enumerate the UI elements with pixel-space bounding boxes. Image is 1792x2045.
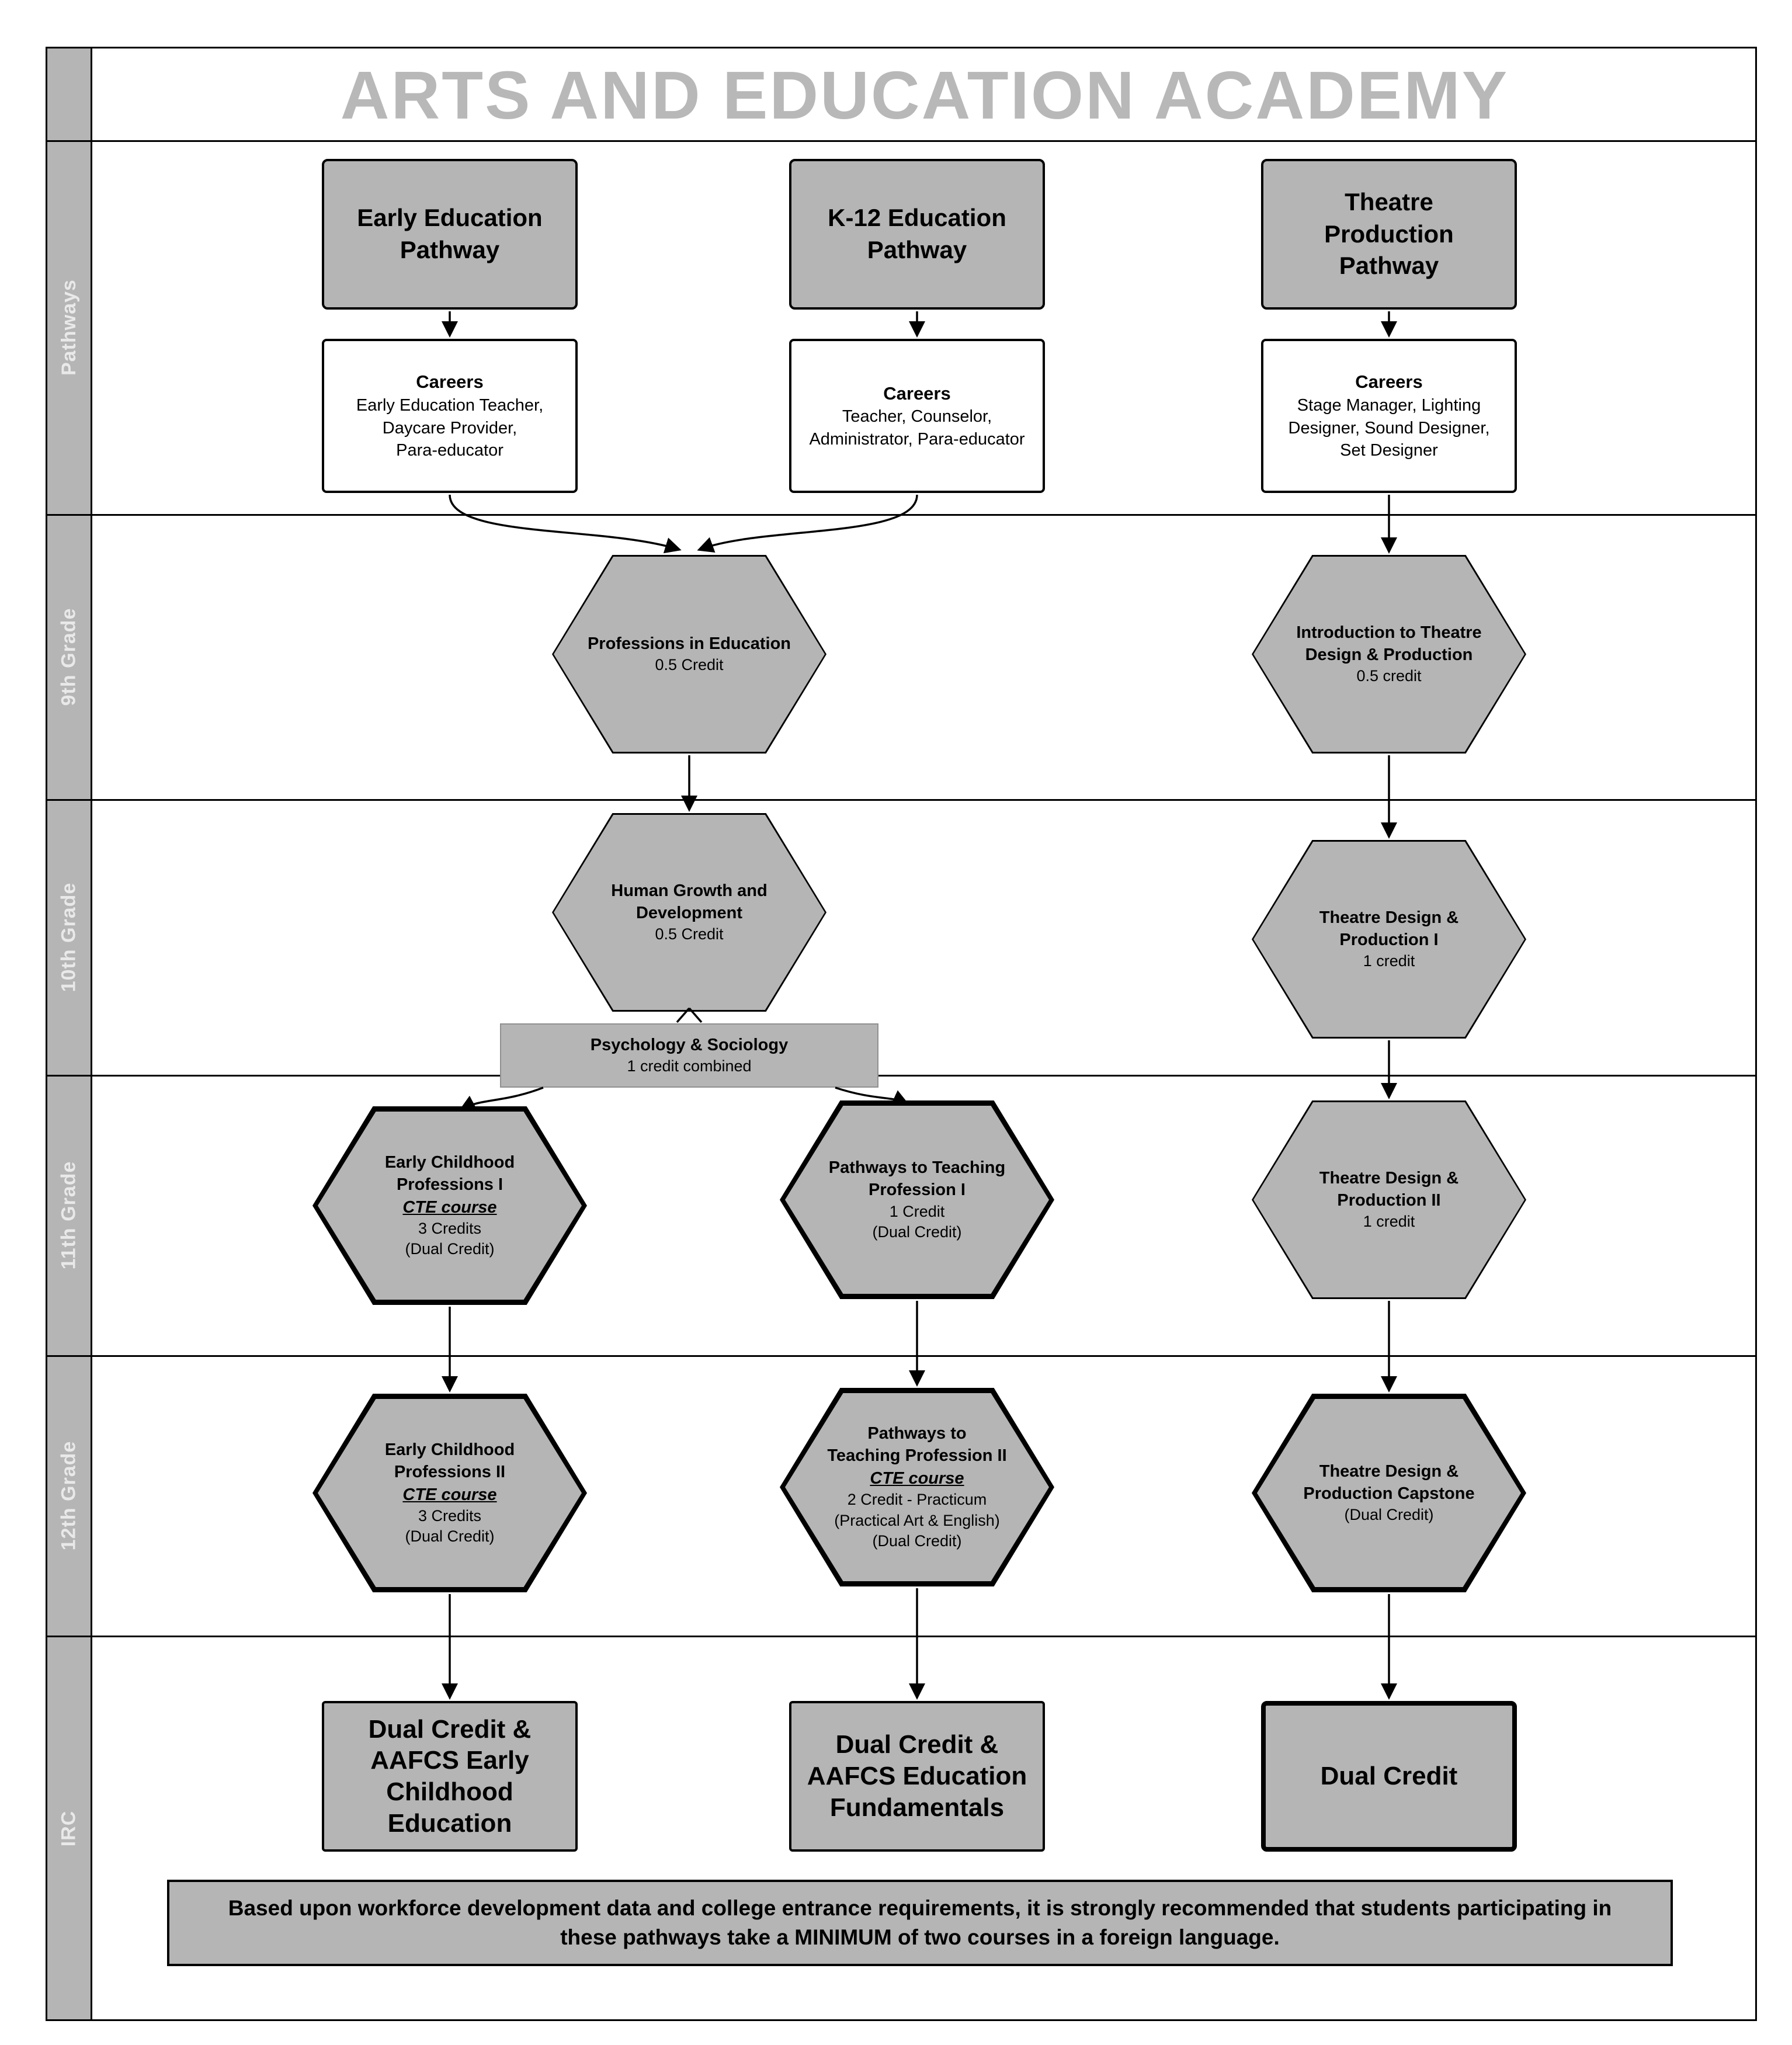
row-divider	[46, 514, 1757, 516]
hex-fill	[1257, 1399, 1521, 1587]
row-label-9th-grade: 9th Grade	[46, 569, 92, 744]
row-label-text: 11th Grade	[57, 1161, 80, 1269]
course-hex-theatre-capstone: Theatre Design & Production Capstone (Du…	[1252, 1394, 1526, 1592]
course-credits: 1 credit combined	[627, 1057, 752, 1075]
pathway-title: K-12 Education Pathway	[828, 204, 1006, 263]
course-title: Human Growth and Development	[611, 881, 767, 923]
irc-label: Dual Credit & AAFCS Education Fundamenta…	[807, 1730, 1027, 1822]
row-label-text: 10th Grade	[57, 882, 80, 992]
course-hex-pathways-teaching-2: Pathways to Teaching Profession II CTE c…	[780, 1388, 1054, 1586]
careers-box-early-education: Careers Early Education Teacher, Daycare…	[322, 339, 578, 493]
hex-fill	[1253, 557, 1524, 752]
irc-box-early-childhood-education: Dual Credit & AAFCS Early Childhood Educ…	[322, 1701, 578, 1852]
row-divider	[46, 1636, 1757, 1637]
hex-fill	[318, 1112, 582, 1300]
course-title: Psychology & Sociology	[590, 1036, 789, 1055]
row-label-pathways: Pathways	[46, 239, 92, 415]
row-labels-sidebar	[46, 47, 92, 2021]
hex-fill	[1253, 842, 1524, 1037]
irc-box-education-fundamentals: Dual Credit & AAFCS Education Fundamenta…	[789, 1701, 1045, 1852]
row-divider	[46, 140, 1757, 142]
careers-list: Early Education Teacher, Daycare Provide…	[356, 396, 544, 460]
course-hex-human-growth-development: Human Growth and Development 0.5 Credit	[552, 813, 826, 1012]
footer-note: Based upon workforce development data an…	[167, 1880, 1673, 1966]
course-hex-professions-in-education: Professions in Education 0.5 Credit	[552, 555, 826, 754]
course-hex-theatre-design-1: Theatre Design & Production I 1 credit	[1252, 840, 1526, 1039]
careers-label: Careers	[1355, 371, 1423, 393]
row-label-irc: IRC	[46, 1741, 92, 1916]
row-label-text: 12th Grade	[57, 1440, 80, 1550]
row-label-text: 9th Grade	[57, 607, 80, 706]
course-title: Theatre Design & Production I	[1319, 908, 1459, 950]
course-credits: 0.5 Credit	[655, 925, 724, 943]
course-box-psychology-sociology: Psychology & Sociology 1 credit combined	[500, 1023, 878, 1088]
careers-list: Stage Manager, Lighting Designer, Sound …	[1288, 396, 1490, 460]
course-title: Theatre Design & Production Capstone	[1303, 1461, 1475, 1504]
course-hex-early-childhood-professions-1: Early Childhood Professions I CTE course…	[312, 1106, 587, 1305]
row-label-text: IRC	[57, 1810, 80, 1846]
row-divider	[46, 1355, 1757, 1357]
course-credits: (Dual Credit)	[1344, 1506, 1434, 1524]
course-cte-tag: CTE course	[870, 1468, 964, 1488]
course-credits: 0.5 credit	[1356, 667, 1422, 685]
hex-fill	[785, 1106, 1049, 1294]
row-label-text: Pathways	[57, 279, 80, 376]
row-divider	[46, 799, 1757, 801]
course-hex-theatre-design-2: Theatre Design & Production II 1 credit	[1252, 1100, 1526, 1299]
row-label-12th-grade: 12th Grade	[46, 1408, 92, 1583]
course-title: Early Childhood Professions II	[384, 1440, 515, 1482]
irc-label: Dual Credit & AAFCS Early Childhood Educ…	[368, 1714, 532, 1838]
course-cte-tag: CTE course	[402, 1197, 497, 1217]
irc-label: Dual Credit	[1320, 1762, 1458, 1791]
careers-box-theatre-production: Careers Stage Manager, Lighting Designer…	[1261, 339, 1517, 493]
row-label-11th-grade: 11th Grade	[46, 1127, 92, 1303]
hex-fill	[1253, 1102, 1524, 1297]
course-credits: 3 Credits (Dual Credit)	[405, 1219, 495, 1258]
course-credits: 1 credit	[1363, 952, 1415, 970]
pathway-box-theatre-production: Theatre Production Pathway	[1261, 159, 1517, 310]
pathway-box-k12-education: K-12 Education Pathway	[789, 159, 1045, 310]
course-hex-early-childhood-professions-2: Early Childhood Professions II CTE cours…	[312, 1394, 587, 1592]
course-title: Introduction to Theatre Design & Product…	[1296, 623, 1482, 665]
course-title: Pathways to Teaching Profession II	[827, 1424, 1007, 1466]
irc-box-dual-credit: Dual Credit	[1261, 1701, 1517, 1852]
course-title: Theatre Design & Production II	[1319, 1168, 1459, 1210]
course-cte-tag: CTE course	[402, 1485, 497, 1504]
row-divider	[46, 1075, 1757, 1077]
course-credits: 1 Credit (Dual Credit)	[872, 1202, 962, 1241]
hex-fill	[785, 1393, 1049, 1581]
pathway-title: Early Education Pathway	[357, 204, 543, 263]
course-hex-pathways-teaching-1: Pathways to Teaching Profession I 1 Cred…	[780, 1100, 1054, 1299]
careers-label: Careers	[883, 383, 951, 404]
pathway-title: Theatre Production Pathway	[1324, 188, 1454, 280]
careers-label: Careers	[416, 371, 484, 393]
course-title: Early Childhood Professions I	[384, 1152, 515, 1195]
course-credits: 0.5 Credit	[655, 656, 724, 674]
footer-note-text: Based upon workforce development data an…	[228, 1896, 1612, 1949]
hex-fill	[554, 815, 825, 1010]
course-title: Pathways to Teaching Profession I	[828, 1158, 1006, 1200]
pathway-box-early-education: Early Education Pathway	[322, 159, 578, 310]
careers-list: Teacher, Counselor, Administrator, Para-…	[809, 407, 1025, 449]
course-credits: 2 Credit - Practicum (Practical Art & En…	[834, 1490, 1000, 1550]
hex-fill	[318, 1399, 582, 1587]
page-title: ARTS AND EDUCATION ACADEMY	[340, 57, 1509, 133]
course-credits: 3 Credits (Dual Credit)	[405, 1506, 495, 1546]
course-credits: 1 credit	[1363, 1213, 1415, 1231]
course-hex-intro-theatre-design: Introduction to Theatre Design & Product…	[1252, 555, 1526, 754]
course-title: Professions in Education	[587, 634, 791, 654]
hex-fill	[554, 557, 825, 752]
careers-box-k12-education: Careers Teacher, Counselor, Administrato…	[789, 339, 1045, 493]
row-label-10th-grade: 10th Grade	[46, 849, 92, 1025]
